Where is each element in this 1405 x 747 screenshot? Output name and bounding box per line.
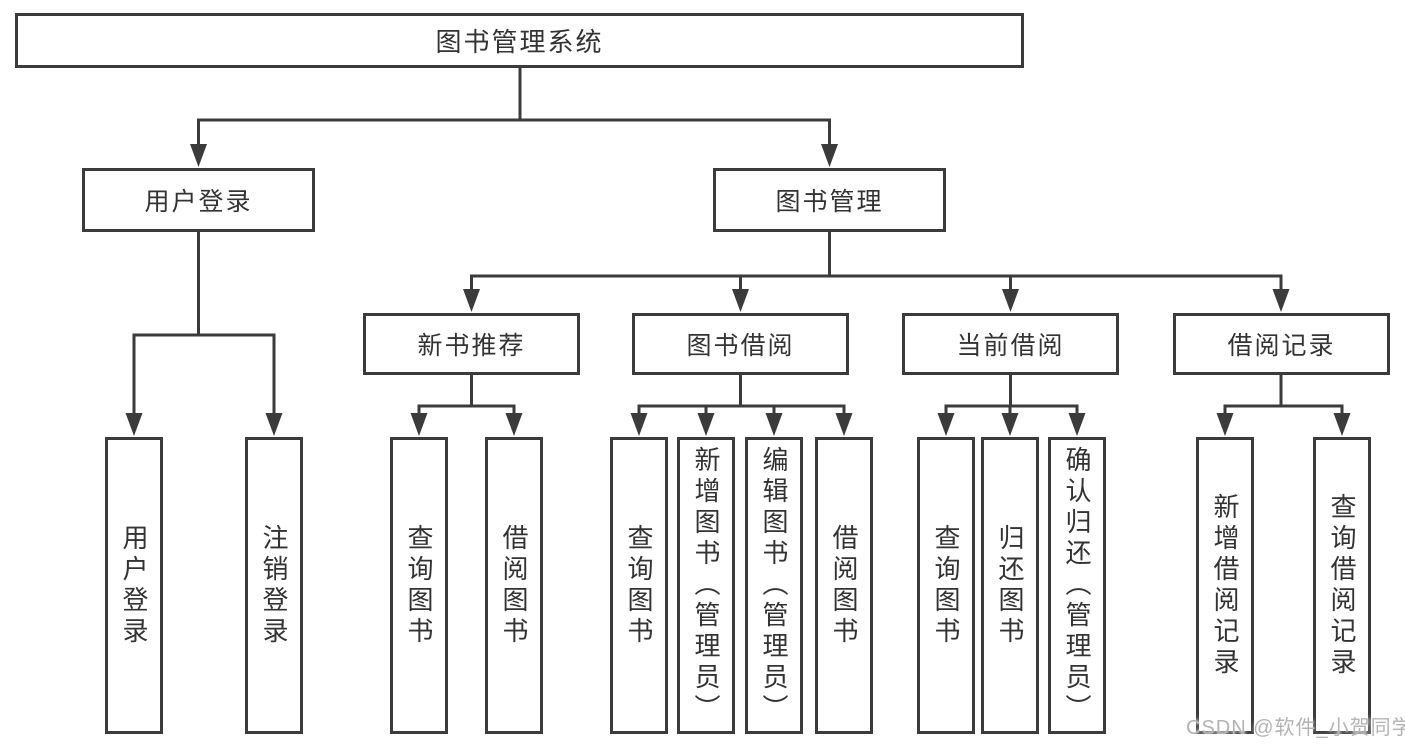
- leaf-return-book: 归还图书: [981, 437, 1039, 734]
- leaf-user-login-label: 用户登录: [119, 523, 149, 648]
- leaf-borrow-books-recommend-label: 借阅图书: [499, 523, 529, 648]
- leaf-borrow-books-recommend: 借阅图书: [485, 437, 543, 734]
- leaf-add-borrow-record: 新增借阅记录: [1196, 437, 1254, 734]
- leaf-query-books-recommend: 查询图书: [390, 437, 448, 734]
- node-root-label: 图书管理系统: [435, 27, 604, 57]
- leaf-confirm-return-admin-label: 确认归还（管理员）: [1062, 446, 1092, 725]
- node-new-book-recommend-label: 新书推荐: [417, 332, 526, 360]
- node-borrow-records: 借阅记录: [1173, 313, 1390, 375]
- leaf-user-login: 用户登录: [105, 437, 163, 734]
- leaf-query-books-recommend-label: 查询图书: [404, 523, 434, 648]
- node-user-login-label: 用户登录: [144, 188, 253, 216]
- node-book-management-label: 图书管理: [775, 188, 884, 216]
- watermark: CSDN @软件_小贺同学: [1186, 717, 1405, 739]
- leaf-query-books-borrow-label: 查询图书: [624, 523, 654, 648]
- leaf-return-book-label: 归还图书: [995, 523, 1025, 648]
- leaf-query-books-current-label: 查询图书: [931, 523, 961, 648]
- node-new-book-recommend: 新书推荐: [363, 313, 580, 375]
- node-book-borrow: 图书借阅: [632, 313, 849, 375]
- leaf-query-books-borrow: 查询图书: [610, 437, 668, 734]
- leaf-edit-book-admin-label: 编辑图书（管理员）: [759, 446, 789, 725]
- leaf-query-books-current: 查询图书: [917, 437, 975, 734]
- node-book-management: 图书管理: [713, 168, 946, 232]
- leaf-add-book-admin: 新增图书（管理员）: [677, 437, 735, 734]
- node-root: 图书管理系统: [15, 13, 1024, 68]
- leaf-borrow-books-borrow: 借阅图书: [815, 437, 873, 734]
- leaf-borrow-books-borrow-label: 借阅图书: [829, 523, 859, 648]
- leaf-logout: 注销登录: [245, 437, 303, 734]
- leaf-query-borrow-record: 查询借阅记录: [1313, 437, 1371, 734]
- leaf-add-book-admin-label: 新增图书（管理员）: [691, 446, 721, 725]
- leaf-add-borrow-record-label: 新增借阅记录: [1210, 492, 1240, 679]
- node-current-borrow-label: 当前借阅: [956, 332, 1065, 360]
- node-user-login: 用户登录: [82, 168, 315, 232]
- node-borrow-records-label: 借阅记录: [1227, 332, 1336, 360]
- node-current-borrow: 当前借阅: [902, 313, 1119, 375]
- leaf-confirm-return-admin: 确认归还（管理员）: [1048, 437, 1106, 734]
- leaf-edit-book-admin: 编辑图书（管理员）: [745, 437, 803, 734]
- node-book-borrow-label: 图书借阅: [686, 332, 795, 360]
- leaf-query-borrow-record-label: 查询借阅记录: [1327, 492, 1357, 679]
- leaf-logout-label: 注销登录: [259, 523, 289, 648]
